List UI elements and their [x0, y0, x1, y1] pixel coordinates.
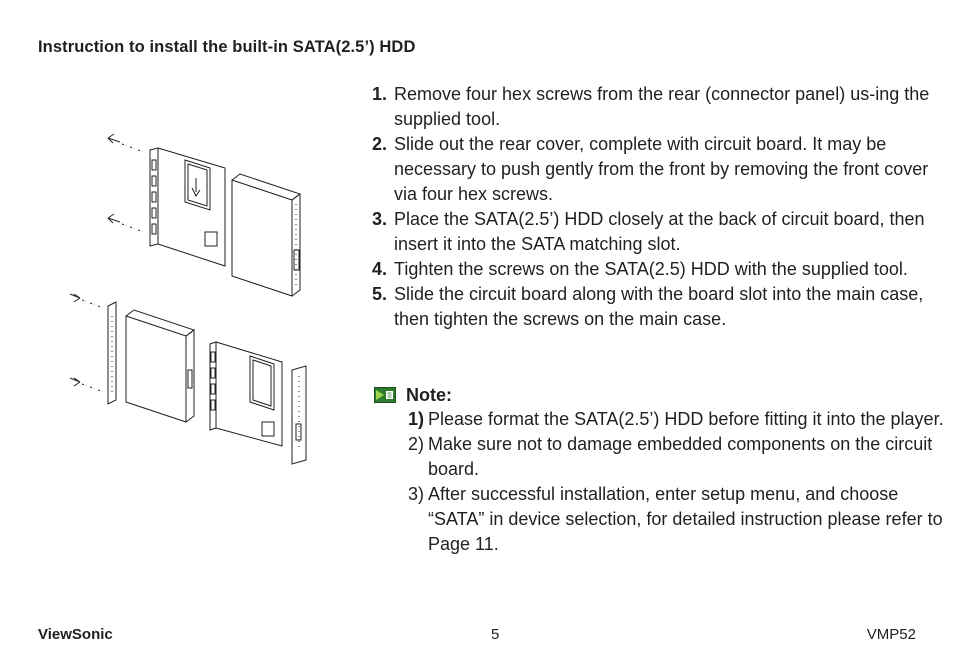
step-text: Slide the circuit board along with the b…	[394, 284, 924, 329]
page-number: 5	[491, 626, 500, 643]
step-text: Place the SATA(2.5’) HDD closely at the …	[394, 209, 925, 254]
step-item: 4. Tighten the screws on the SATA(2.5) H…	[372, 257, 932, 282]
main-case-bottom	[125, 309, 196, 423]
note-header: Note:	[374, 383, 954, 407]
step-text: Slide out the rear cover, complete with …	[394, 134, 929, 204]
step-item: 3. Place the SATA(2.5’) HDD closely at t…	[372, 207, 932, 257]
footer-brand: ViewSonic	[38, 626, 113, 643]
footer-model: VMP52	[866, 626, 916, 643]
step-number: 5.	[372, 284, 388, 304]
note-list: 1) Please format the SATA(2.5’) HDD befo…	[374, 407, 954, 557]
front-panel-bottom	[107, 301, 117, 405]
note-icon	[374, 387, 396, 403]
step-number: 1.	[372, 84, 388, 104]
note-number: 3)	[408, 484, 425, 504]
note-text: Please format the SATA(2.5’) HDD before …	[428, 409, 944, 429]
step-number: 4.	[372, 259, 388, 279]
note-label: Note:	[406, 384, 452, 405]
remove-screws-arrows-top	[107, 133, 143, 232]
tighten-screws-arrows-bottom	[69, 293, 103, 392]
note-item: 3) After successful installation, enter …	[374, 482, 954, 557]
step-text: Remove four hex screws from the rear (co…	[394, 84, 930, 129]
installation-steps: 1. Remove four hex screws from the rear …	[372, 82, 932, 332]
note-number: 1)	[408, 409, 425, 429]
step-item: 2. Slide out the rear cover, complete wi…	[372, 132, 932, 207]
rear-cover-bottom	[291, 365, 307, 465]
main-case-top	[231, 173, 302, 297]
note-number: 2)	[408, 434, 425, 454]
note-text: After successful installation, enter set…	[428, 484, 943, 554]
step-item: 1. Remove four hex screws from the rear …	[372, 82, 932, 132]
step-item: 5. Slide the circuit board along with th…	[372, 282, 932, 332]
note-item: 2) Make sure not to damage embedded comp…	[374, 432, 954, 482]
board-with-hdd-bottom	[209, 341, 283, 447]
page-title: Instruction to install the built-in SATA…	[38, 38, 416, 56]
hdd-installation-illustration	[69, 133, 307, 465]
note-item: 1) Please format the SATA(2.5’) HDD befo…	[374, 407, 954, 432]
note-text: Make sure not to damage embedded compone…	[428, 434, 933, 479]
note-section: Note: 1) Please format the SATA(2.5’) HD…	[374, 383, 954, 557]
step-text: Tighten the screws on the SATA(2.5) HDD …	[394, 259, 908, 279]
rear-panel-board-top	[149, 147, 226, 267]
step-number: 2.	[372, 134, 388, 154]
step-number: 3.	[372, 209, 388, 229]
